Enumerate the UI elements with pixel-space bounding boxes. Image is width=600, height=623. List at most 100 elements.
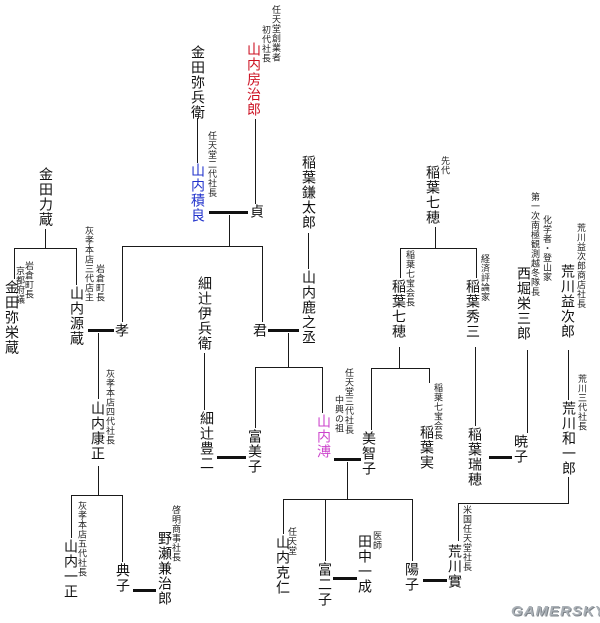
connector-line bbox=[325, 499, 326, 561]
connector-line bbox=[197, 118, 198, 163]
connector-line bbox=[229, 215, 230, 246]
connector-line bbox=[412, 499, 413, 561]
title-haiko-3rd-owner: 灰孝本店三代店主 bbox=[84, 226, 94, 302]
title-third-president: 任天堂三代社長 bbox=[344, 368, 354, 435]
connector-line bbox=[568, 350, 569, 400]
connector-line bbox=[98, 333, 99, 399]
connector-line bbox=[255, 367, 322, 368]
person-tanaka-kazunari: 田中一成 bbox=[357, 534, 373, 594]
connector-line bbox=[400, 248, 477, 249]
title-nintendo-founder: 任天堂創業者 bbox=[271, 5, 281, 62]
person-hosotsuji-toyoji: 細辻豊二 bbox=[199, 411, 215, 471]
person-yamauchi-genzo: 山内源蔵 bbox=[69, 286, 85, 346]
connector-line bbox=[527, 350, 528, 433]
title-keimei-president: 啓明商事社長 bbox=[171, 505, 181, 562]
person-kaneda-yaezo: 金田弥栄蔵 bbox=[4, 280, 20, 355]
connector-line bbox=[458, 503, 459, 541]
person-inaba-mizuho: 稲葉瑞穂 bbox=[467, 427, 483, 487]
connector-line bbox=[400, 248, 401, 278]
connector-line bbox=[45, 229, 46, 248]
connector-line bbox=[288, 333, 289, 367]
person-inaba-nanaho-1: 稲葉七穂 bbox=[425, 165, 441, 225]
title-arakawa-3rd-president: 荒川三代社長 bbox=[577, 374, 587, 431]
person-takashi: 孝 bbox=[114, 323, 130, 338]
connector-line bbox=[435, 227, 436, 248]
connector-line bbox=[122, 246, 262, 247]
connector-line bbox=[475, 347, 476, 426]
title-economic-critic: 経済評論家 bbox=[480, 254, 490, 302]
connector-line bbox=[255, 119, 256, 204]
title-haiko-5th-president: 灰孝本店五代社長 bbox=[77, 501, 87, 577]
person-kaneda-rikizo: 金田力蔵 bbox=[38, 167, 54, 227]
person-yamauchi-katsuhito: 山内克仁 bbox=[275, 535, 291, 595]
connector-line bbox=[308, 233, 309, 269]
marriage-line bbox=[333, 577, 357, 580]
connector-line bbox=[71, 495, 122, 496]
person-inaba-nanaho-2: 稲葉七穂 bbox=[391, 279, 407, 339]
person-hosotsuji-ihee: 細辻伊兵衛 bbox=[197, 276, 213, 351]
person-noriko: 典子 bbox=[115, 563, 131, 593]
title-haiko-4th-president: 灰孝本店四代社長 bbox=[105, 369, 115, 445]
watermark-gamersky: GAMERSKY bbox=[511, 603, 600, 620]
marriage-line bbox=[133, 589, 156, 592]
person-akiko: 暁子 bbox=[513, 434, 529, 464]
connector-line bbox=[347, 462, 348, 499]
person-kaneda-yahee: 金田弥兵衛 bbox=[190, 45, 206, 120]
connector-line bbox=[429, 368, 430, 383]
title-doctor: 医師 bbox=[372, 531, 382, 550]
marriage-line bbox=[268, 329, 299, 332]
person-fujiko: 富二子 bbox=[317, 562, 333, 607]
connector-line bbox=[122, 495, 123, 562]
person-yamauchi-hiroshi: 山内溥 bbox=[316, 414, 332, 459]
person-yoko: 陽子 bbox=[404, 562, 420, 592]
connector-line bbox=[98, 466, 99, 495]
title-chemist-alpinist: 化学者・登山家 bbox=[542, 215, 552, 282]
person-yamauchi-shikanojo: 山内鹿之丞 bbox=[301, 270, 317, 345]
connector-line bbox=[14, 248, 15, 279]
connector-line bbox=[283, 499, 412, 500]
person-arakawa-waichiro: 荒川和一郎 bbox=[561, 401, 577, 476]
title-antarctic-leader: 第一次南極観測越冬隊長 bbox=[530, 192, 540, 297]
connector-line bbox=[371, 368, 430, 369]
title-nintendo: 任天堂 bbox=[287, 527, 297, 556]
connector-line bbox=[76, 248, 77, 285]
person-inaba-shuzo: 稲葉秀三 bbox=[465, 279, 481, 339]
connector-line bbox=[371, 368, 372, 430]
person-nose-kanejiro: 野瀬兼治郎 bbox=[157, 531, 173, 606]
marriage-line bbox=[334, 458, 361, 461]
title-noa-president: 米国任天堂社長 bbox=[462, 505, 472, 572]
title-predecessor: 先代 bbox=[440, 156, 450, 175]
connector-line bbox=[568, 477, 569, 504]
person-nishibori-eizaburo: 西堀栄三郎 bbox=[516, 266, 532, 341]
person-tei: 貞 bbox=[249, 204, 265, 219]
person-kimi: 君 bbox=[252, 323, 268, 338]
person-michiko: 美智子 bbox=[361, 431, 377, 476]
marriage-line bbox=[423, 579, 447, 582]
person-yamauchi-kazumasa: 山内一正 bbox=[63, 539, 79, 599]
person-yamauchi-yasumasa: 山内康正 bbox=[90, 401, 106, 461]
person-arakawa-masujiro: 荒川益次郎 bbox=[560, 264, 576, 339]
person-arakawa-minoru: 荒川實 bbox=[447, 544, 463, 589]
title-restorer: 中興の祖 bbox=[334, 395, 344, 433]
connector-line bbox=[322, 367, 323, 413]
person-inaba-minoru: 稲葉実 bbox=[419, 425, 435, 470]
marriage-line bbox=[88, 329, 114, 332]
connector-line bbox=[204, 353, 205, 410]
person-yamauchi-fusajiro: 山内房治郎 bbox=[246, 42, 262, 117]
title-kyoto-assembly: 京都府議 bbox=[15, 266, 25, 304]
person-fumiko: 富美子 bbox=[247, 429, 263, 474]
connector-line bbox=[283, 499, 284, 534]
marriage-line bbox=[489, 456, 512, 459]
title-first-president: 初代社長 bbox=[261, 25, 271, 63]
person-yamauchi-sekiryo: 山内積良 bbox=[190, 163, 206, 223]
title-second-president: 任天堂二代社長 bbox=[207, 131, 217, 198]
connector-line bbox=[476, 248, 477, 278]
title-iwakura-mayor-genzo: 岩倉町長 bbox=[95, 264, 105, 302]
connector-line bbox=[122, 246, 123, 322]
marriage-line bbox=[209, 211, 248, 214]
connector-line bbox=[458, 503, 569, 504]
marriage-line bbox=[217, 456, 246, 459]
connector-line bbox=[14, 248, 76, 249]
connector-line bbox=[71, 495, 72, 538]
